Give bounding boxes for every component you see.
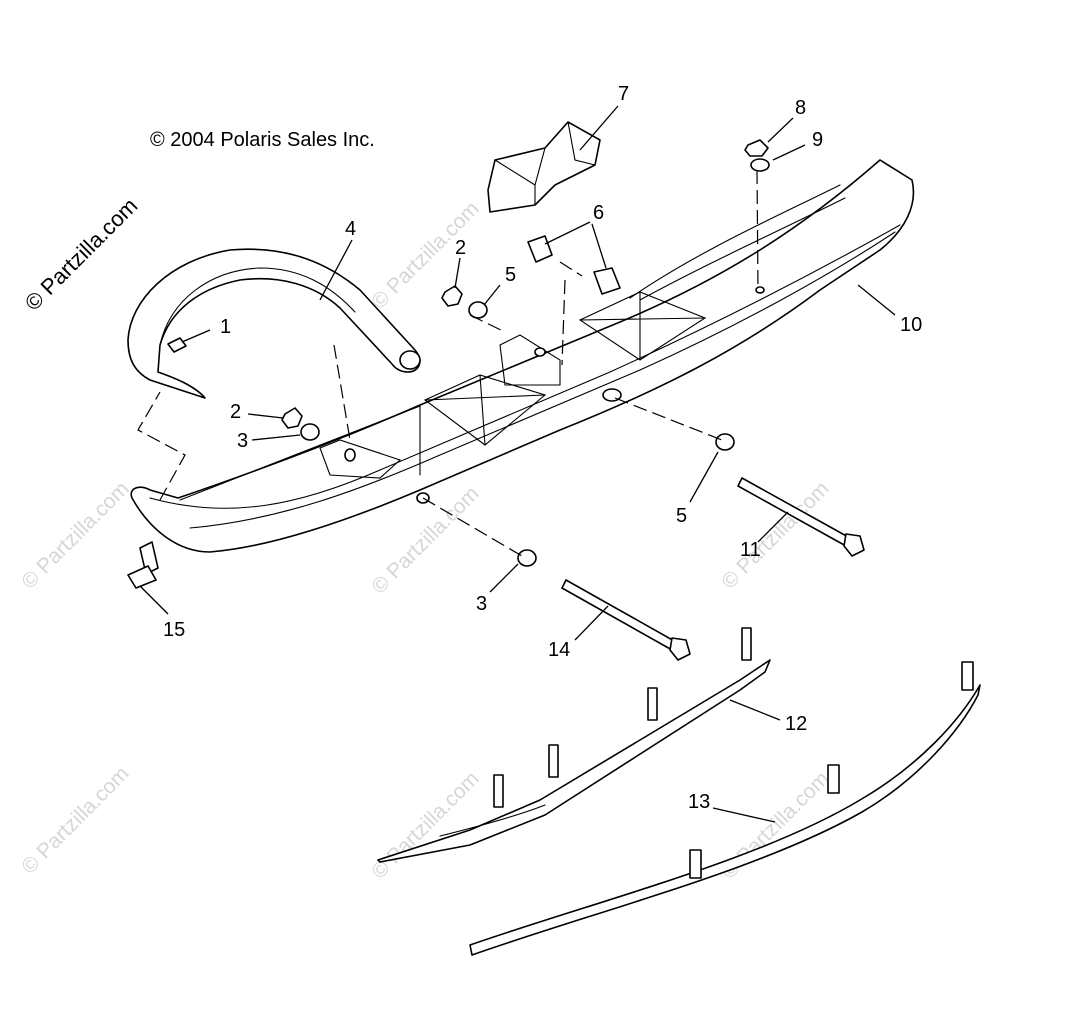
ski-loop xyxy=(127,248,421,399)
bushing-6 xyxy=(527,235,553,263)
washer-5 xyxy=(715,433,735,451)
nut-2 xyxy=(281,407,303,429)
partzilla-site-mark: © Partzilla.com xyxy=(20,193,143,316)
nut-8 xyxy=(744,139,769,157)
bolt-11 xyxy=(737,477,865,557)
callout-2: 2 xyxy=(455,237,466,259)
callout-14: 14 xyxy=(548,639,570,661)
washer-3 xyxy=(300,423,320,441)
washer-9 xyxy=(750,158,770,172)
callout-10: 10 xyxy=(900,314,922,336)
wear-rod-13 xyxy=(469,661,981,956)
callout-3: 3 xyxy=(476,593,487,615)
callout-1: 1 xyxy=(220,316,231,338)
bolt-15 xyxy=(127,541,159,589)
callout-2: 2 xyxy=(230,401,241,423)
callout-5: 5 xyxy=(676,505,687,527)
callout-12: 12 xyxy=(785,713,807,735)
washer-3 xyxy=(517,549,537,567)
watermark: © Partzilla.com xyxy=(17,762,133,878)
leader-lines xyxy=(139,105,896,823)
bumper-7 xyxy=(487,121,601,213)
bolt-14 xyxy=(561,579,691,661)
ski-body xyxy=(130,159,915,553)
bushing-6 xyxy=(593,267,621,295)
skag-12 xyxy=(377,627,771,863)
callout-4: 4 xyxy=(345,218,356,240)
callout-13: 13 xyxy=(688,791,710,813)
callout-11: 11 xyxy=(740,539,761,561)
callout-7: 7 xyxy=(618,83,629,105)
callout-8: 8 xyxy=(795,97,806,119)
callout-9: 9 xyxy=(812,129,823,151)
callout-6: 6 xyxy=(593,202,604,224)
callout-5: 5 xyxy=(505,264,516,286)
nut-2 xyxy=(441,285,463,307)
copyright-text: © 2004 Polaris Sales Inc. xyxy=(150,129,375,151)
callout-3: 3 xyxy=(237,430,248,452)
watermark: © Partzilla.com xyxy=(367,767,483,883)
washer-5 xyxy=(468,301,488,319)
watermark: © Partzilla.com xyxy=(17,477,133,593)
watermark: © Partzilla.com xyxy=(367,197,483,313)
callout-15: 15 xyxy=(163,619,185,641)
watermark: © Partzilla.com xyxy=(717,477,833,593)
